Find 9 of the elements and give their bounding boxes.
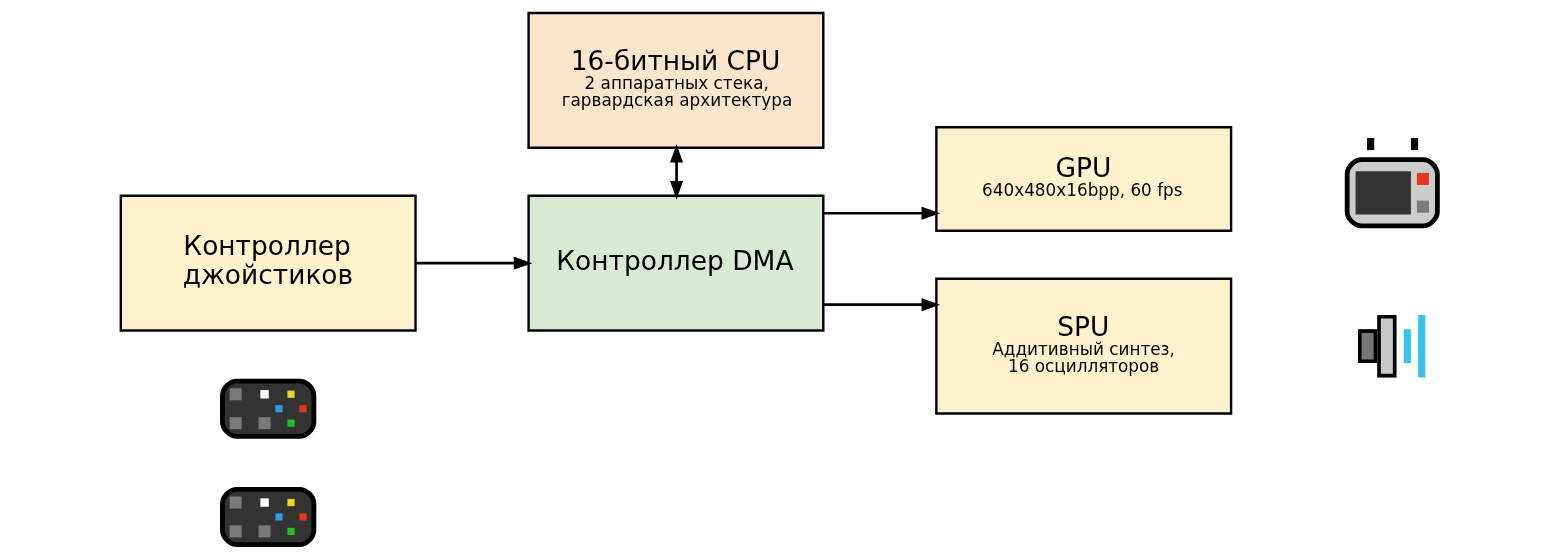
- node-box: GPU 640x480x16bpp, 60 fps: [935, 126, 1233, 232]
- node-box: Контроллер DMA: [527, 194, 825, 332]
- arrow: [670, 143, 684, 200]
- arrow: [415, 256, 533, 270]
- node-box: 16-битный CPU 2 аппаратных стека, гарвардская архитектура: [527, 11, 825, 149]
- arrow: [823, 206, 941, 220]
- arrow: [823, 298, 941, 312]
- node-box: SPU Аддитивный синтез, 16 осцилляторов: [935, 277, 1233, 415]
- node-box: Контроллер джойстиков: [119, 194, 417, 332]
